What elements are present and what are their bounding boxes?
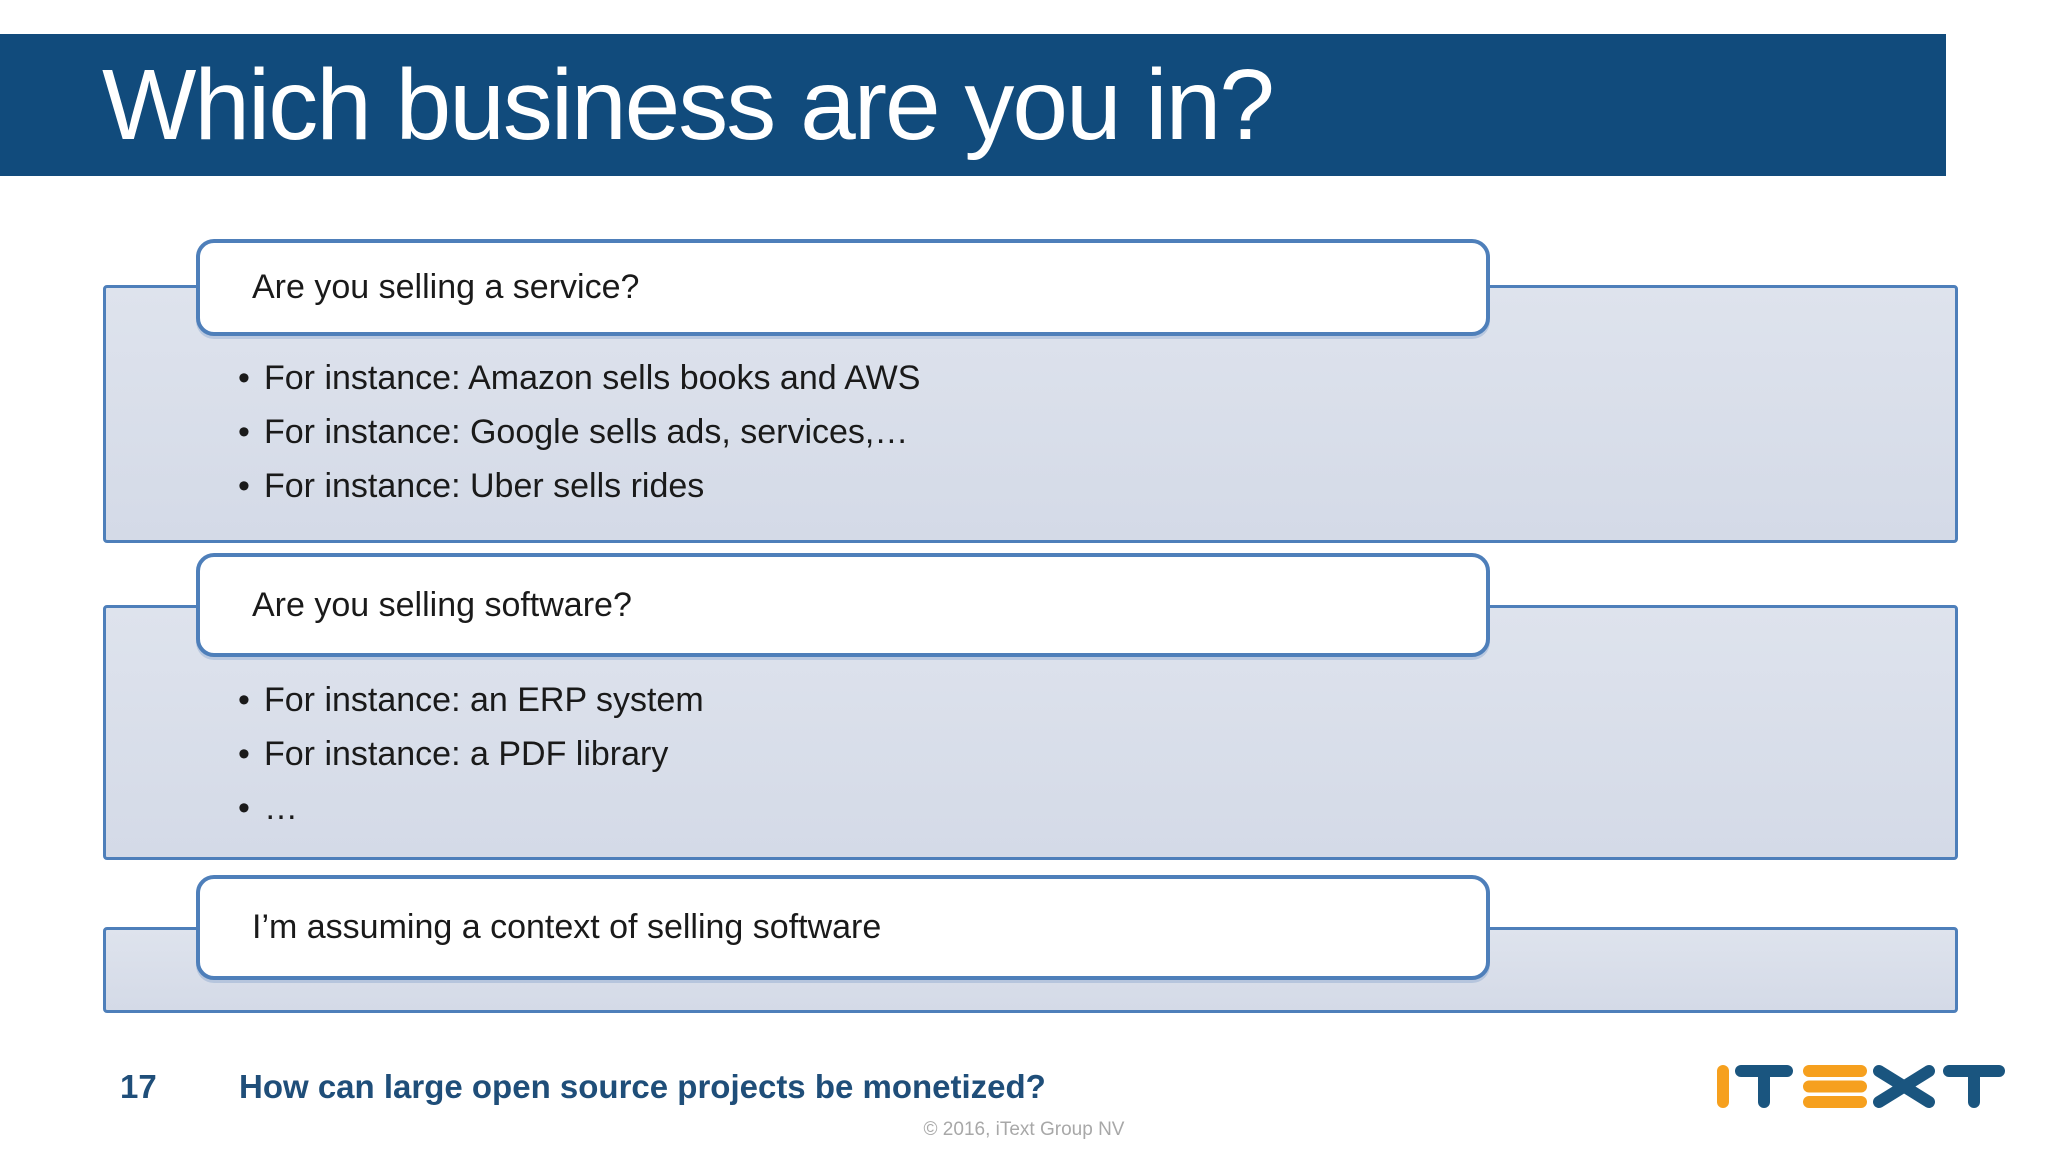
block-assumption-title: I’m assuming a context of selling softwa…	[252, 908, 882, 946]
list-item: • …	[238, 781, 704, 835]
bullet-text: For instance: Amazon sells books and AWS	[264, 359, 921, 397]
block-service-header: Are you selling a service?	[196, 239, 1490, 336]
bullet-icon: •	[238, 467, 250, 505]
block-software-title: Are you selling software?	[252, 585, 632, 624]
bullet-icon: •	[238, 413, 250, 451]
page-number: 17	[120, 1068, 157, 1105]
list-item: • For instance: Uber sells rides	[238, 459, 920, 513]
title-bar: Which business are you in?	[0, 34, 1946, 176]
block-service-title: Are you selling a service?	[252, 268, 640, 306]
bullet-icon: •	[238, 735, 250, 773]
copyright-notice: © 2016, iText Group NV	[923, 1119, 1125, 1140]
bullet-text: For instance: a PDF library	[264, 735, 669, 773]
bullet-text: For instance: an ERP system	[264, 681, 704, 719]
block-software-bullets: • For instance: an ERP system • For inst…	[238, 673, 704, 835]
list-item: • For instance: Amazon sells books and A…	[238, 351, 920, 405]
block-assumption-header: I’m assuming a context of selling softwa…	[196, 875, 1490, 980]
block-service-bullets: • For instance: Amazon sells books and A…	[238, 351, 920, 513]
itext-logo-icon	[1717, 1065, 2005, 1108]
bullet-text: For instance: Uber sells rides	[264, 467, 705, 505]
list-item: • For instance: an ERP system	[238, 673, 704, 727]
bullet-text: For instance: Google sells ads, services…	[264, 413, 909, 451]
bullet-text: …	[264, 789, 298, 827]
footer-title: How can large open source projects be mo…	[239, 1068, 1046, 1105]
list-item: • For instance: Google sells ads, servic…	[238, 405, 920, 459]
bullet-icon: •	[238, 359, 250, 397]
block-software-header: Are you selling software?	[196, 553, 1490, 657]
list-item: • For instance: a PDF library	[238, 727, 704, 781]
bullet-icon: •	[238, 681, 250, 719]
bullet-icon: •	[238, 789, 250, 827]
slide-title: Which business are you in?	[102, 49, 1275, 161]
